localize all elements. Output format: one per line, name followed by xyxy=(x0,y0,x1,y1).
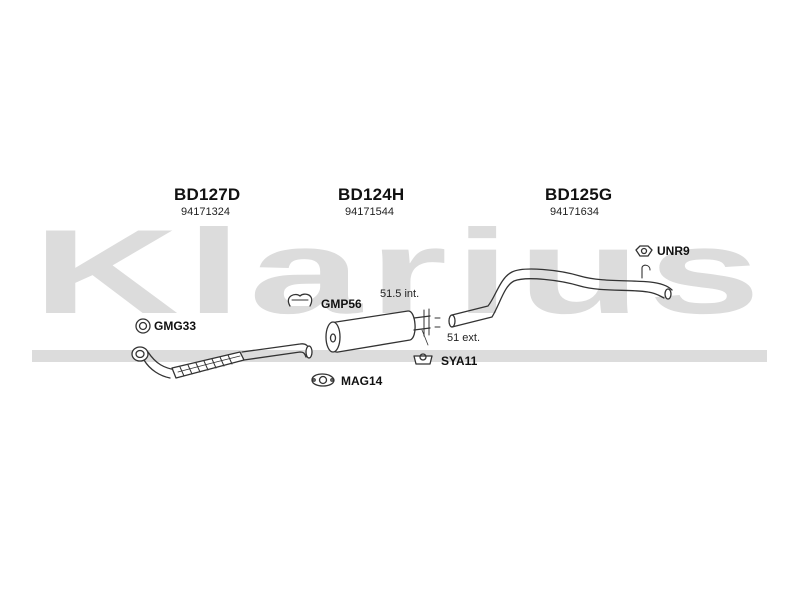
dimension-external: 51 ext. xyxy=(447,332,481,344)
accessory-gmg33: GMG33 xyxy=(154,319,197,333)
accessory-unr9: UNR9 xyxy=(657,244,690,258)
part-number-94171544: 94171544 xyxy=(345,206,394,218)
mag-gasket-icon xyxy=(311,373,335,387)
accessory-sya11: SYA11 xyxy=(441,354,478,368)
tail-pipe-bd125g xyxy=(448,264,673,328)
front-pipe-bd127d xyxy=(131,343,313,379)
part-number-94171634: 94171634 xyxy=(550,206,599,218)
accessory-mag14: MAG14 xyxy=(341,374,383,388)
centre-silencer-bd124h xyxy=(325,308,441,353)
gmp-clamp-icon xyxy=(287,293,313,307)
part-number-94171324: 94171324 xyxy=(181,206,230,218)
accessory-gmp56: GMP56 xyxy=(321,297,362,311)
gmg-gasket-icon xyxy=(135,318,151,334)
part-code-bd127d: BD127D xyxy=(174,185,241,204)
part-code-bd124h: BD124H xyxy=(338,185,405,204)
unr-nut-icon xyxy=(635,245,653,257)
dimension-internal: 51.5 int. xyxy=(380,288,420,300)
sya-rubber-mount-icon xyxy=(413,353,433,365)
part-code-bd125g: BD125G xyxy=(545,185,613,204)
